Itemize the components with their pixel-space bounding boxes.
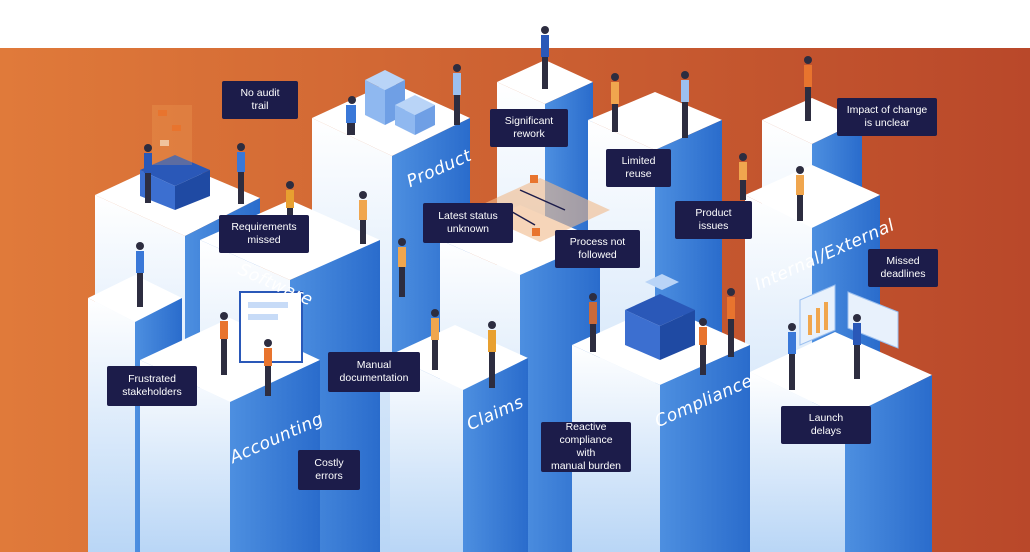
tag-frustrated-stakeholders: Frustrated stakeholders	[107, 366, 197, 406]
tag-product-issues: Product issues	[675, 201, 752, 239]
tag-no-audit-trail: No audit trail	[222, 81, 298, 119]
tag-requirements-missed: Requirements missed	[219, 215, 309, 253]
tag-reactive-compliance: Reactive compliance with manual burden	[541, 421, 631, 472]
tag-manual-documentation: Manual documentation	[328, 352, 420, 392]
tag-limited-reuse: Limited reuse	[606, 149, 671, 187]
compliance-machine-icon	[625, 274, 695, 360]
tag-costly-errors: Costly errors	[298, 450, 360, 490]
tag-impact-of-change: Impact of change is unclear	[837, 98, 937, 136]
tag-missed-deadlines: Missed deadlines	[868, 249, 938, 287]
people-figures	[136, 26, 861, 396]
analytics-board-icon	[799, 284, 899, 349]
tag-latest-status-unknown: Latest status unknown	[423, 203, 513, 243]
cubes-icon	[365, 70, 435, 135]
pillar-claims	[390, 325, 528, 552]
tag-process-not-followed: Process not followed	[555, 230, 640, 268]
server-stack-icon	[140, 105, 210, 210]
tag-significant-rework: Significant rework	[490, 109, 568, 147]
tag-launch-delays: Launch delays	[781, 406, 871, 444]
